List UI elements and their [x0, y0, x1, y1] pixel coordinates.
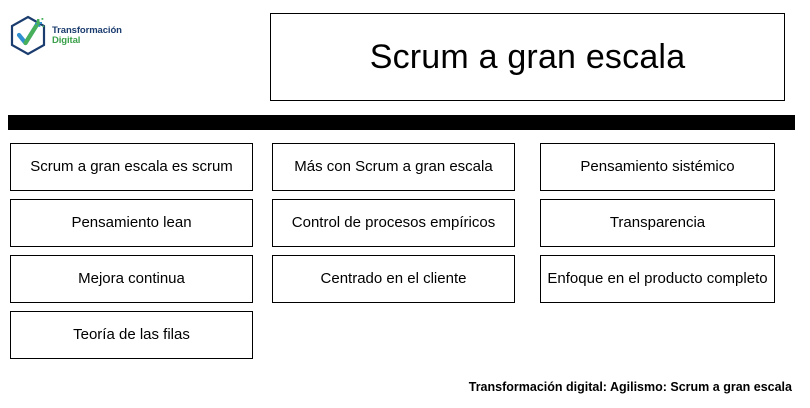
footer-caption: Transformación digital: Agilismo: Scrum … [468, 380, 792, 394]
hexagon-check-logo-icon [8, 15, 48, 57]
black-divider-bar [8, 115, 795, 130]
concept-box[interactable]: Pensamiento sistémico [540, 143, 775, 191]
concept-column-2: Más con Scrum a gran escala Control de p… [272, 143, 515, 311]
concept-column-1: Scrum a gran escala es scrum Pensamiento… [10, 143, 253, 367]
concept-box[interactable]: Scrum a gran escala es scrum [10, 143, 253, 191]
slide-title-box: Scrum a gran escala [270, 13, 785, 101]
page-title: Scrum a gran escala [369, 37, 686, 76]
brand-name-line1: Transformación [52, 25, 122, 37]
concept-box[interactable]: Transparencia [540, 199, 775, 247]
concept-box[interactable]: Control de procesos empíricos [272, 199, 515, 247]
concept-label: Más con Scrum a gran escala [294, 157, 493, 175]
concept-label: Teoría de las filas [73, 325, 190, 343]
concept-label: Mejora continua [78, 269, 185, 287]
concept-box[interactable]: Enfoque en el producto completo [540, 255, 775, 303]
concept-box[interactable]: Más con Scrum a gran escala [272, 143, 515, 191]
brand-wordmark: Transformación Digital [52, 26, 122, 46]
concept-label: Pensamiento sistémico [580, 157, 735, 175]
concept-label: Control de procesos empíricos [291, 213, 496, 231]
concept-box[interactable]: Mejora continua [10, 255, 253, 303]
concept-label: Scrum a gran escala es scrum [30, 157, 233, 175]
concept-column-3: Pensamiento sistémico Transparencia Enfo… [540, 143, 775, 311]
concept-label: Pensamiento lean [71, 213, 192, 231]
brand-name-line2: Digital [52, 35, 81, 46]
concept-label: Enfoque en el producto completo [547, 269, 768, 287]
concept-box[interactable]: Centrado en el cliente [272, 255, 515, 303]
concept-label: Centrado en el cliente [320, 269, 467, 287]
concept-box[interactable]: Pensamiento lean [10, 199, 253, 247]
concept-label: Transparencia [609, 213, 706, 231]
brand-logo: Transformación Digital [8, 14, 128, 58]
concept-box[interactable]: Teoría de las filas [10, 311, 253, 359]
